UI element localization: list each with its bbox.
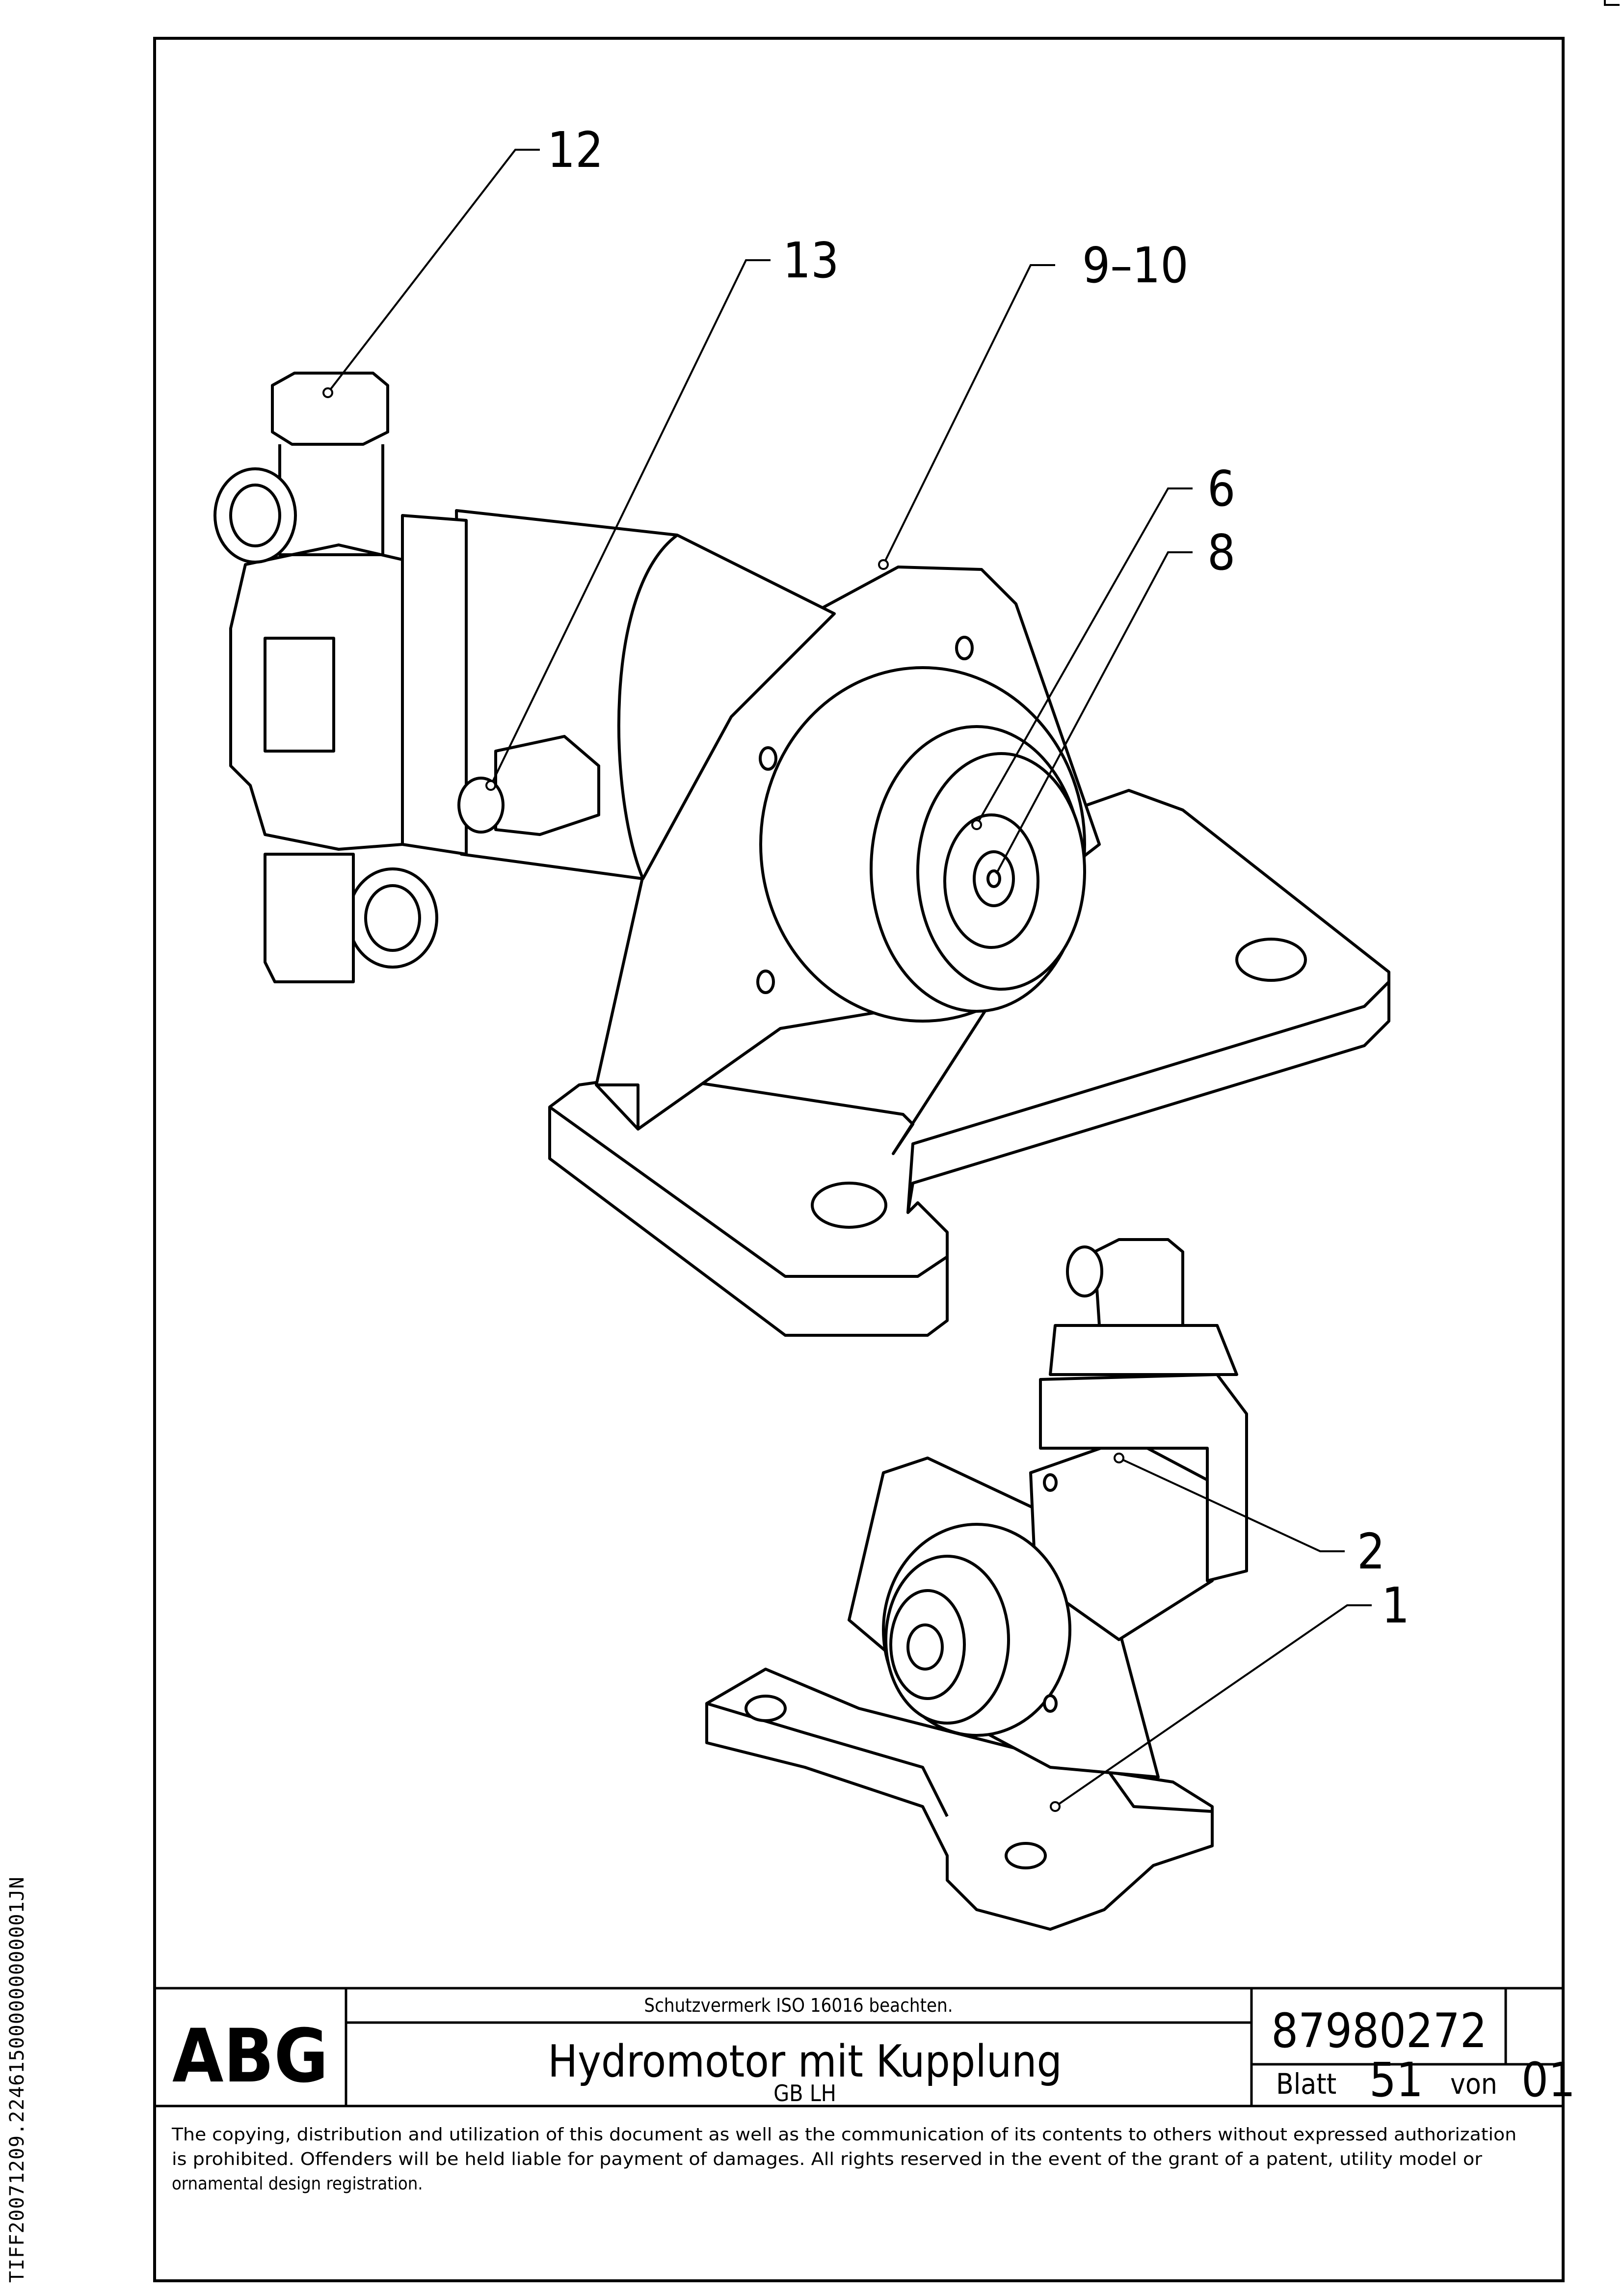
callout-leaders [327,149,1372,1808]
small-coupling-shaft [906,1623,944,1671]
callout-12: 12 [547,121,603,179]
top-plug-large [271,372,389,446]
top-plug-small [1093,1238,1184,1327]
small-base-hole-2 [1005,1842,1047,1869]
small-bracket-hole-2 [1043,1694,1058,1713]
leader-12 [327,149,540,394]
callout-6: 6 [1207,460,1235,517]
base-hole-right [1235,938,1307,982]
dot-13 [485,780,496,791]
drawing-number: 87980272 [1271,2003,1487,2058]
leader-13 [490,259,771,786]
dot-1 [1050,1801,1061,1812]
bracket-hole-3 [756,970,775,994]
side-code: TIFF20071209.224615000000000001JN [6,1876,28,2283]
sheet-number: 51 [1369,2053,1423,2107]
valve-block-face [264,637,335,753]
valve-block [229,543,404,851]
copyright-line-2: is prohibited. Offenders will be held li… [172,2149,1483,2169]
upper-assembly-view [213,372,1390,1337]
leader-9-10 [882,264,1055,565]
corner-mark [1604,0,1620,6]
small-bracket-hole-1 [1043,1473,1058,1492]
of-label: von [1450,2067,1497,2101]
base-plate-large [548,789,1390,1337]
drawing-frame [153,37,1565,2282]
bottom-fitting-inner [364,884,421,952]
clamp-small [1039,1373,1248,1582]
callout-8: 8 [1207,524,1235,581]
callout-9-10: 9–10 [1082,237,1189,294]
sheet-label: Blatt [1276,2067,1336,2101]
drawing-subtitle: GB LH [773,2080,836,2107]
base-hole-front [811,1182,887,1229]
small-clamp-ring [1049,1324,1238,1376]
motor-rear-arc [617,534,678,880]
bracket-hole-2 [759,746,777,771]
breather-fitting [494,735,600,836]
leader-1 [1054,1604,1372,1808]
dot-6 [971,819,982,830]
dot-2 [1114,1453,1124,1463]
lower-assembly-view [705,1238,1248,1931]
left-fitting-inner [229,484,281,547]
small-base-hole-1 [745,1695,787,1722]
callout-1: 1 [1382,1577,1410,1634]
copyright-line-3: ornamental design registration. [172,2174,423,2194]
callout-13: 13 [783,232,839,289]
leader-6 [976,487,1193,825]
top-plug-stem [278,444,384,556]
small-top-fitting [1066,1245,1103,1297]
drawing-title: Hydromotor mit Kupplung [548,2036,1062,2087]
breather-nozzle [457,777,505,834]
bottom-fitting-hex [264,853,355,983]
callout-dots [322,387,1124,1812]
abg-logo: ABG [172,2014,328,2099]
bracket-edge [596,1083,639,1129]
title-block [155,1987,1563,2107]
copyright-line-1: The copying, distribution and utilizatio… [171,2125,1517,2145]
base-plate-top-edge [549,980,1390,1278]
bracket-hole-1 [955,636,974,660]
callout-2: 2 [1357,1523,1385,1580]
total-sheets: 01 [1521,2053,1575,2107]
leader-8 [995,551,1193,874]
protection-note: Schutzvermerk ISO 16016 beachten. [644,1995,953,2016]
dot-12 [322,387,333,398]
clamp-ring [401,514,468,856]
leader-2 [1118,1457,1345,1552]
dot-9-10 [878,559,889,570]
coupling-shaft-key [986,869,1001,888]
